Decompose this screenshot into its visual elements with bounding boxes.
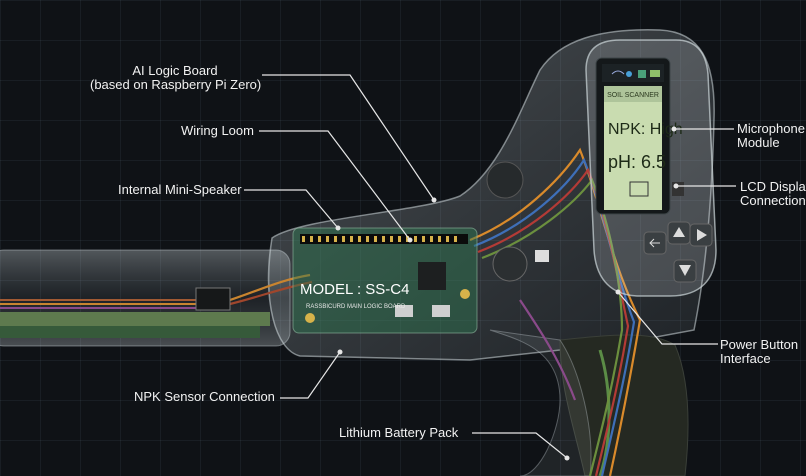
callout-wiring-loom: Wiring Loom — [181, 123, 254, 138]
callout-ai-logic-board: AI Logic Board (based on Raspberry Pi Ze… — [90, 63, 262, 92]
lcd-screen — [604, 86, 662, 210]
callout-npk-connection: NPK Sensor Connection — [134, 389, 275, 404]
leader-battery — [472, 432, 568, 459]
leader-lines — [244, 74, 736, 459]
board-model-text: MODEL : SS-C4 — [300, 281, 409, 298]
callout-internal-speaker: Internal Mini-Speaker — [118, 182, 242, 197]
callout-microphone-line2: Module — [737, 135, 780, 150]
callout-microphone: Microphone Module — [737, 122, 805, 150]
leader-power-button — [617, 291, 718, 345]
leader-ai-logic-board — [262, 74, 435, 201]
callout-ai-logic-board-title: AI Logic Board — [132, 63, 218, 78]
screen-npk-reading: NPK: High — [608, 121, 683, 138]
scanner-head: SOIL SCANNER NPK: High pH: 6.5 — [585, 39, 717, 297]
callout-battery: Lithium Battery Pack — [339, 425, 459, 440]
leader-npk-connection — [280, 351, 341, 399]
leader-internal-speaker — [244, 189, 339, 229]
callout-microphone-line1: Microphone — [737, 121, 805, 136]
leader-wiring-loom — [259, 130, 411, 241]
board-subtitle-text: RASSBICURD MAIN LOGIC BOARD — [306, 304, 406, 310]
callout-lcd-connection: LCD Display Connection — [740, 180, 806, 208]
speaker — [486, 161, 549, 282]
callout-lcd-connection-line1: LCD Display — [740, 179, 806, 194]
callout-lcd-connection-line2: Connection — [740, 193, 806, 208]
screen-title: SOIL SCANNER — [607, 92, 659, 99]
wifi-icon — [611, 70, 625, 75]
probe-tube — [0, 249, 291, 347]
callout-power-button-line2: Interface — [720, 351, 771, 366]
callout-power-button-line1: Power Button — [720, 337, 799, 352]
logic-board: MODEL : SS-C4 RASSBICURD MAIN LOGIC BOAR… — [195, 227, 478, 334]
nav-buttons — [643, 221, 713, 283]
wiring-loom — [229, 147, 642, 476]
screen-ph-reading: pH: 6.5 — [608, 152, 666, 172]
callout-ai-logic-board-subtitle: (based on Raspberry Pi Zero) — [90, 77, 262, 92]
callout-power-button: Power Button Interface — [720, 338, 798, 366]
